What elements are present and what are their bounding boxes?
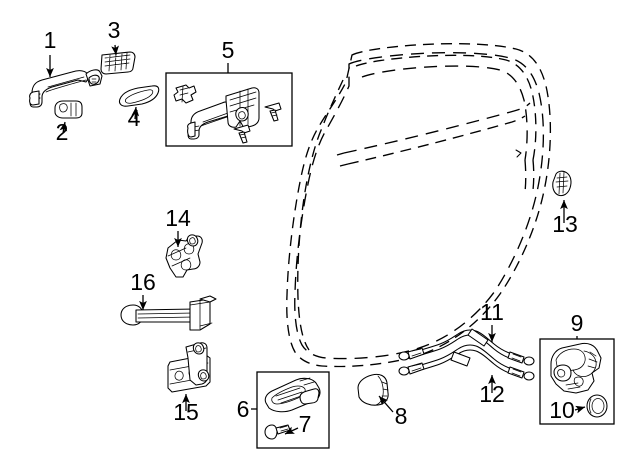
leader-3 — [111, 44, 119, 56]
part-handle-bezel-clip — [100, 51, 136, 75]
leader-4 — [131, 106, 140, 120]
part-handle-cover-cap — [54, 100, 83, 119]
rear-door-shell — [286, 43, 552, 368]
callout-numbers: 1 2 3 4 5 6 7 8 9 10 11 12 13 14 15 16 — [44, 17, 584, 437]
callout-13: 13 — [552, 211, 578, 237]
part-upper-door-hinge — [165, 234, 203, 278]
part-outside-handle-cable — [398, 328, 535, 366]
callout-14: 14 — [165, 205, 191, 231]
leader-10 — [574, 405, 586, 414]
part-inside-door-handle — [264, 377, 321, 413]
callout-1: 1 — [44, 27, 57, 53]
handle-kit-box — [165, 72, 293, 147]
part-inside-handle-screw — [264, 424, 291, 440]
part-lock-grommet — [586, 394, 608, 418]
leader-2 — [59, 121, 68, 134]
part-door-lock-actuator — [550, 342, 602, 394]
callout-3: 3 — [108, 17, 121, 43]
part-door-lock-striker-clip — [552, 170, 572, 197]
callout-5: 5 — [222, 37, 235, 63]
leader-7 — [284, 426, 299, 435]
part-lock-control-cable — [398, 344, 535, 381]
part-door-handle-assembly — [173, 84, 282, 144]
callout-6: 6 — [237, 396, 250, 422]
leader-lines — [46, 44, 586, 435]
inside-handle-box — [256, 371, 330, 449]
callout-4: 4 — [128, 105, 141, 131]
callout-16: 16 — [130, 269, 156, 295]
leader-8 — [378, 395, 394, 413]
callout-9: 9 — [571, 310, 584, 336]
callout-12: 12 — [479, 381, 505, 407]
callout-11: 11 — [480, 299, 504, 325]
callout-2: 2 — [56, 119, 69, 145]
part-outside-door-handle — [29, 69, 103, 108]
callout-15: 15 — [173, 399, 199, 425]
part-lower-door-hinge — [167, 342, 211, 393]
callout-10: 10 — [549, 397, 575, 423]
part-door-check-strap — [120, 295, 217, 331]
part-handle-end-cap — [118, 85, 160, 107]
callout-8: 8 — [395, 403, 408, 429]
callout-7: 7 — [299, 411, 312, 437]
